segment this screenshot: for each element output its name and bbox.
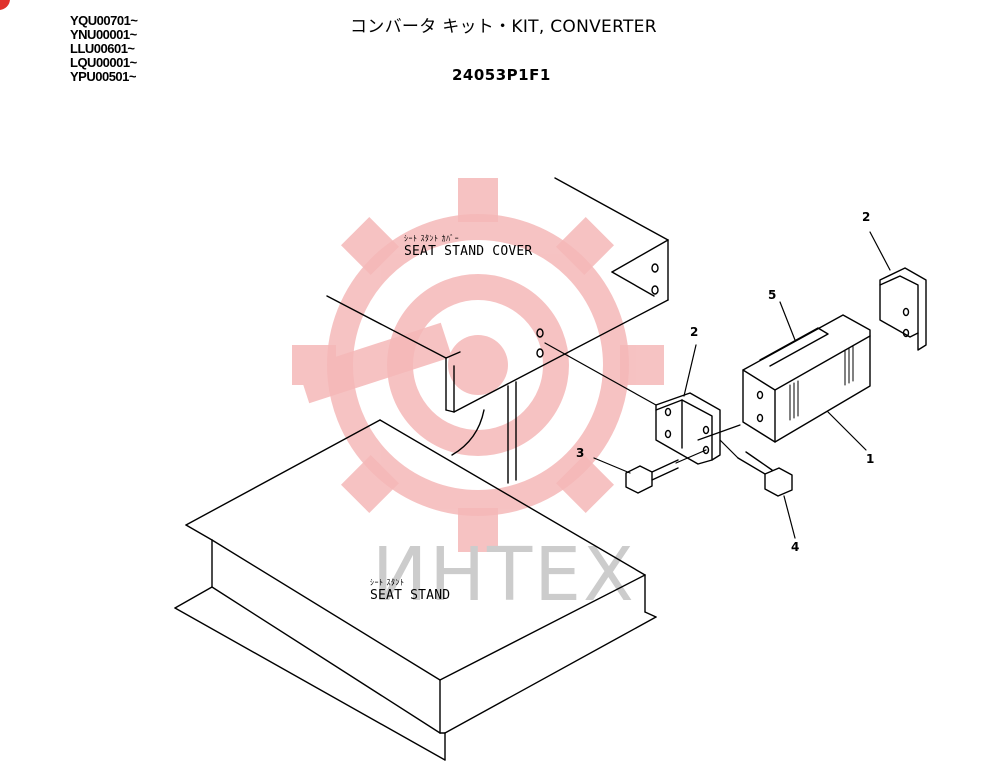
callout-5: 5 xyxy=(768,288,777,302)
corner-mark xyxy=(0,0,10,10)
serial-number: LLU00601~ xyxy=(70,41,135,56)
seat-stand-cover-label: SEAT STAND COVER xyxy=(404,244,533,259)
serial-number: LQU00001~ xyxy=(70,55,137,70)
diagram-title: コンバータ キット・KIT, CONVERTER xyxy=(350,17,657,37)
callout-2-center: 2 xyxy=(690,325,699,339)
seat-stand-cover-outline xyxy=(326,177,669,484)
serial-number: YNU00001~ xyxy=(70,27,137,42)
callout-1: 1 xyxy=(866,452,875,466)
serial-number: YPU00501~ xyxy=(70,69,136,84)
seat-stand-label: SEAT STAND xyxy=(370,588,451,603)
seat-stand-cover-label-jp: ｼｰﾄ ｽﾀﾝﾄ ｶﾊﾞｰ xyxy=(404,234,460,243)
serial-number: YQU00701~ xyxy=(70,13,138,28)
seat-stand-outline xyxy=(174,419,657,761)
bolt-right xyxy=(737,451,793,497)
part-number: 24053P1F1 xyxy=(452,66,551,84)
callout-3: 3 xyxy=(576,446,585,460)
bolt-left xyxy=(625,459,679,494)
converter-unit xyxy=(742,314,871,443)
callout-4: 4 xyxy=(791,540,800,554)
bracket-right xyxy=(879,267,927,351)
seat-stand-label-jp: ｼｰﾄ ｽﾀﾝﾄ xyxy=(370,578,405,587)
bracket-center xyxy=(655,392,721,465)
callout-2-right: 2 xyxy=(862,210,871,224)
serial-number-list: YQU00701~ YNU00001~ LLU00601~ LQU00001~ … xyxy=(70,13,138,84)
